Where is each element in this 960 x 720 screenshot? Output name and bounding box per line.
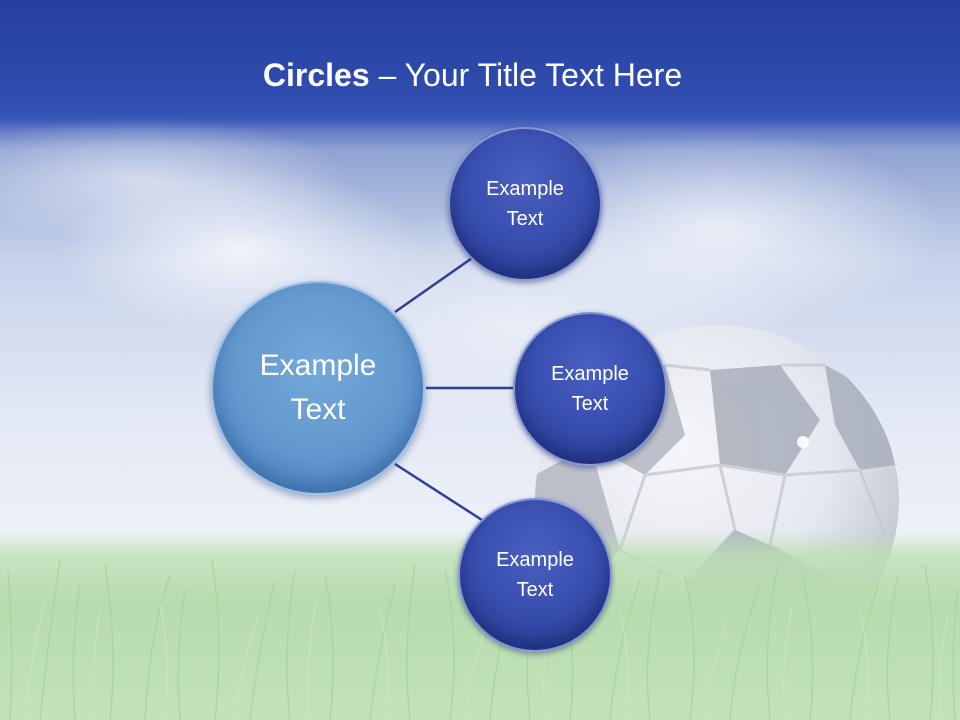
center-circle[interactable]: Example Text [211, 281, 425, 495]
title-bold-text: Circles [262, 57, 370, 93]
title-band [0, 0, 960, 130]
branch-circle-bottom[interactable]: Example Text [458, 498, 612, 652]
center-circle-label: Example Text [259, 349, 377, 426]
title-rest-text: – Your Title Text Here [369, 57, 683, 93]
branch-circle-middle[interactable]: Example Text [513, 312, 667, 466]
branch-circle-bottom-label: Example Text [496, 549, 574, 601]
connector-line-top [394, 254, 476, 314]
connector-line-bottom [394, 462, 483, 522]
branch-circle-top-label: Example Text [486, 178, 564, 230]
branch-circle-middle-label: Example Text [551, 363, 629, 415]
branch-circle-top[interactable]: Example Text [448, 127, 602, 281]
slide-title: Circles – Your Title Text Here [0, 52, 945, 98]
